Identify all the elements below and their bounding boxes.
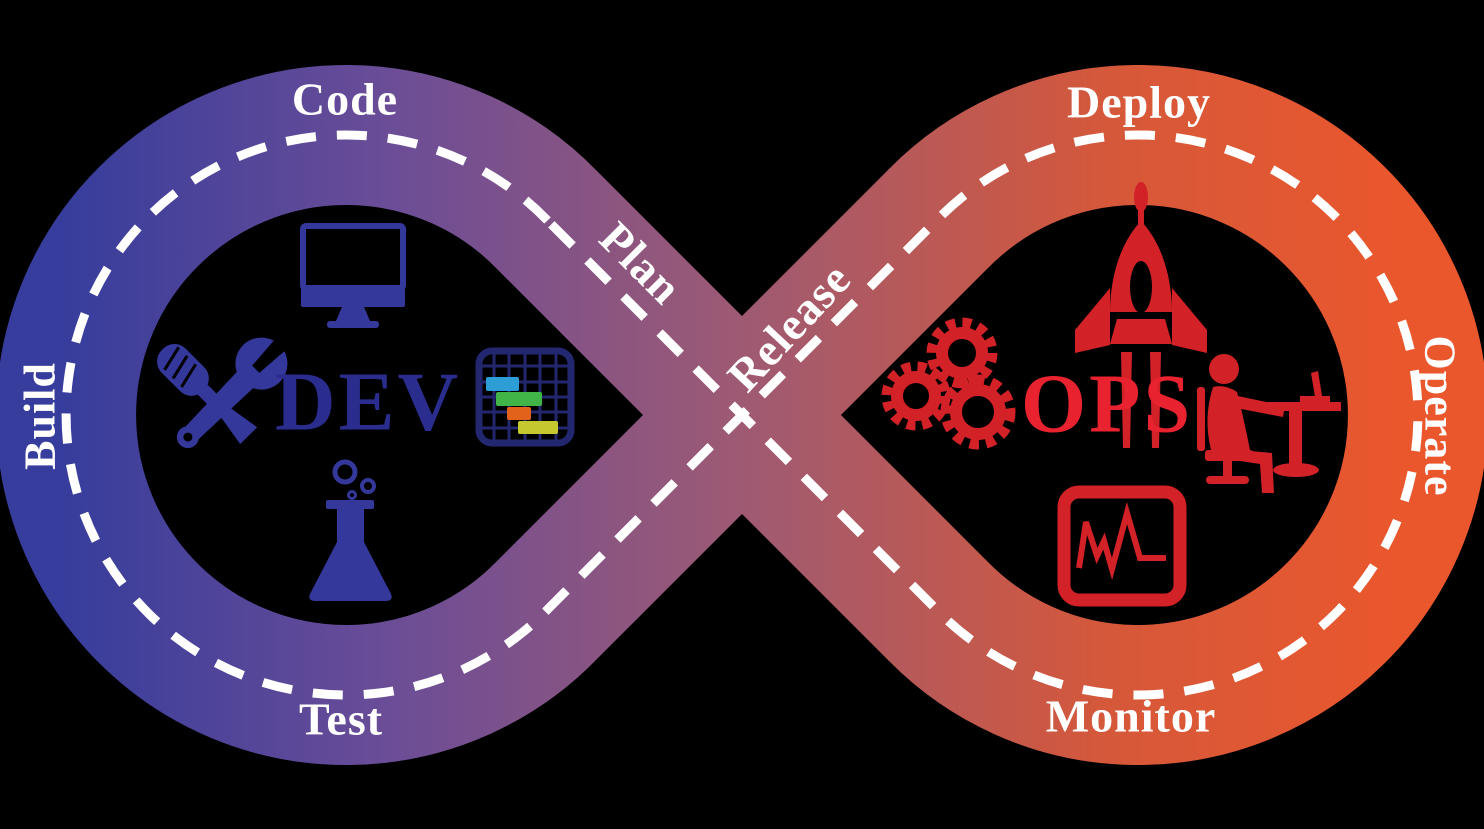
flask-body [309,509,392,601]
dev-label: DEV [275,356,461,449]
desk-top [1252,402,1341,411]
rocket-flame-right [1150,352,1161,448]
monitor-bezel [301,288,405,307]
gantt-bar-green [496,392,542,406]
wrench [176,335,290,449]
chair-back [1197,387,1205,451]
gantt-frame [475,347,575,447]
gear-bottom [940,374,1016,450]
monitor-base [327,321,379,328]
rocket-window [1130,261,1152,313]
rocket-antenna [1138,210,1144,224]
gear-top [926,317,998,389]
person-torso [1207,386,1250,450]
laptop-screen [1311,371,1323,403]
rocket-fin-left [1075,288,1110,353]
gantt-bar-orange [507,407,531,420]
flask-bubble-large [332,459,358,485]
chair-base [1206,476,1249,484]
rocket-antenna-tip [1134,182,1148,212]
rocket-flame-left [1121,352,1132,448]
stage-label-operate: Operate [1415,335,1465,497]
gears-icon [881,317,1016,450]
computer-monitor-icon [300,223,406,328]
rocket-icon [1075,182,1207,448]
test-flask-icon [309,459,392,601]
chair-post [1223,461,1232,476]
developer-desk-icon [1197,354,1341,493]
gantt-bar-yellow [518,421,558,434]
tools-icon [157,335,290,449]
monitoring-graph-icon [1057,485,1187,607]
monitoring-frame [1057,485,1187,607]
desk-base [1273,463,1319,477]
infinity-dashed-centerline [61,130,1423,700]
person-head [1209,354,1239,384]
ops-label: OPS [1021,358,1193,451]
laptop-base [1300,396,1330,403]
gantt-chart-icon [475,347,575,447]
stage-label-code: Code [291,73,399,125]
stage-label-build: Build [15,362,65,470]
monitor-screen [300,223,406,291]
monitoring-graph-line [1076,501,1166,581]
stage-label-monitor: Monitor [1045,690,1217,742]
monitor-stand [336,307,370,321]
gear-left [881,361,951,431]
flask-bubble-tiny [347,490,357,500]
chair-seat [1205,450,1253,461]
rocket-base [1110,319,1172,344]
flask-lip [326,500,374,509]
stage-label-deploy: Deploy [1067,76,1211,128]
flask-bubble-small [360,478,376,494]
stage-label-test: Test [298,693,384,745]
desk-leg [1289,411,1302,467]
rocket-fin-right [1172,288,1207,353]
gantt-bar-blue [486,377,519,391]
